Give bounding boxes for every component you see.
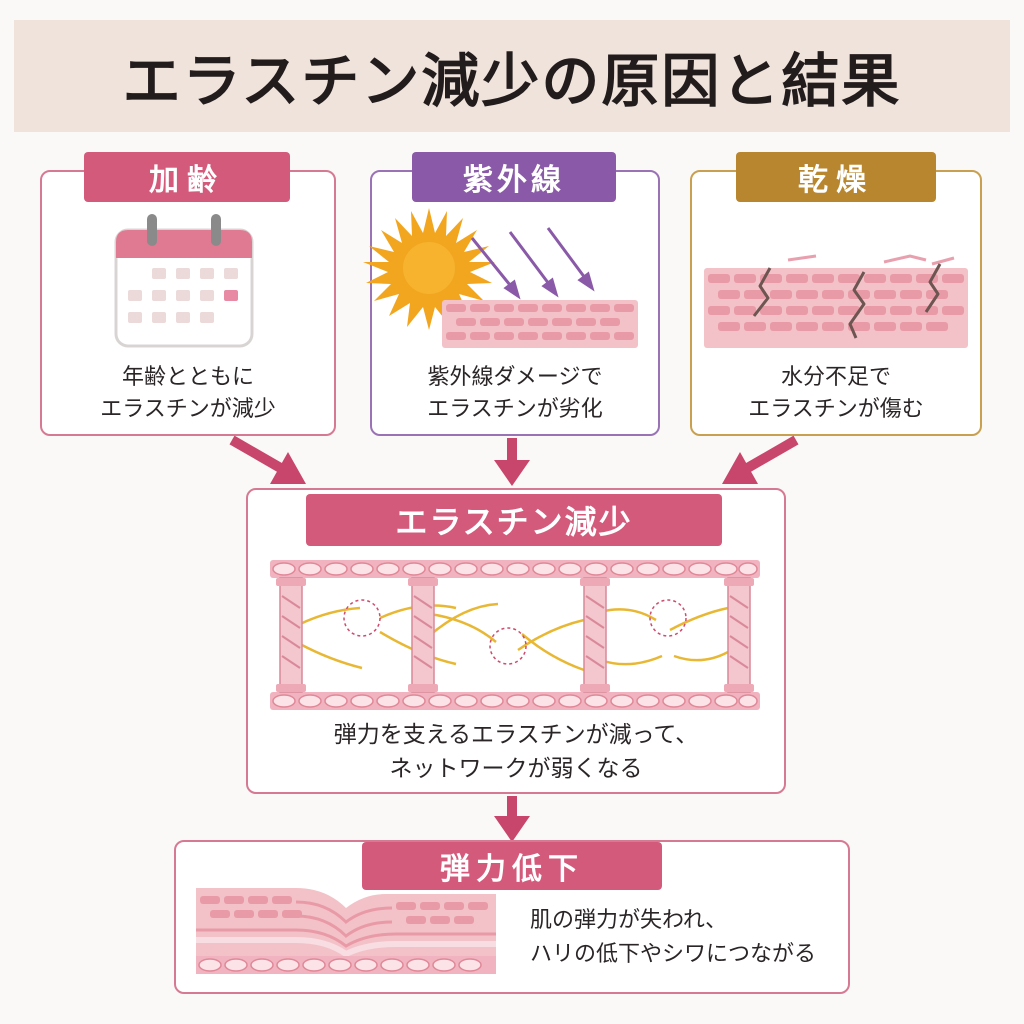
result-label: 弾力低下	[362, 842, 662, 890]
caption-line: ハリの低下やシワにつながる	[530, 942, 817, 967]
caption-line: エラスチンが減少	[100, 397, 276, 422]
cause-card-aging	[40, 170, 336, 436]
caption-line: ネットワークが弱くなる	[389, 756, 643, 782]
elastin-network-illustration	[270, 560, 760, 710]
cause-label-uv: 紫外線	[412, 152, 616, 202]
center-caption: 弾力を支えるエラスチンが減って、 ネットワークが弱くなる	[252, 718, 780, 786]
caption-line: 肌の弾力が失われ、	[530, 908, 728, 933]
page-title: エラスチン減少の原因と結果	[122, 47, 902, 115]
caption-line: 弾力を支えるエラスチンが減って、	[333, 722, 699, 748]
sagging-skin-illustration	[196, 888, 496, 974]
cause-caption-dryness: 水分不足で エラスチンが傷む	[694, 362, 978, 426]
result-caption: 肌の弾力が失われ、 ハリの低下やシワにつながる	[530, 904, 840, 972]
caption-line: エラスチンが劣化	[427, 397, 603, 422]
cause-caption-aging: 年齢とともに エラスチンが減少	[44, 362, 332, 426]
caption-line: エラスチンが傷む	[748, 397, 924, 422]
caption-line: 紫外線ダメージで	[427, 365, 603, 390]
center-label: エラスチン減少	[306, 494, 722, 546]
cause-caption-uv: 紫外線ダメージで エラスチンが劣化	[374, 362, 656, 426]
calendar-icon	[114, 214, 254, 348]
title-banner: エラスチン減少の原因と結果	[14, 20, 1010, 132]
cracked-skin-icon	[704, 254, 968, 348]
cause-label-dryness: 乾燥	[736, 152, 936, 202]
caption-line: 年齢とともに	[121, 365, 254, 390]
cause-label-aging: 加齢	[84, 152, 290, 202]
caption-line: 水分不足で	[780, 365, 891, 390]
sun-uv-icon	[363, 208, 638, 348]
